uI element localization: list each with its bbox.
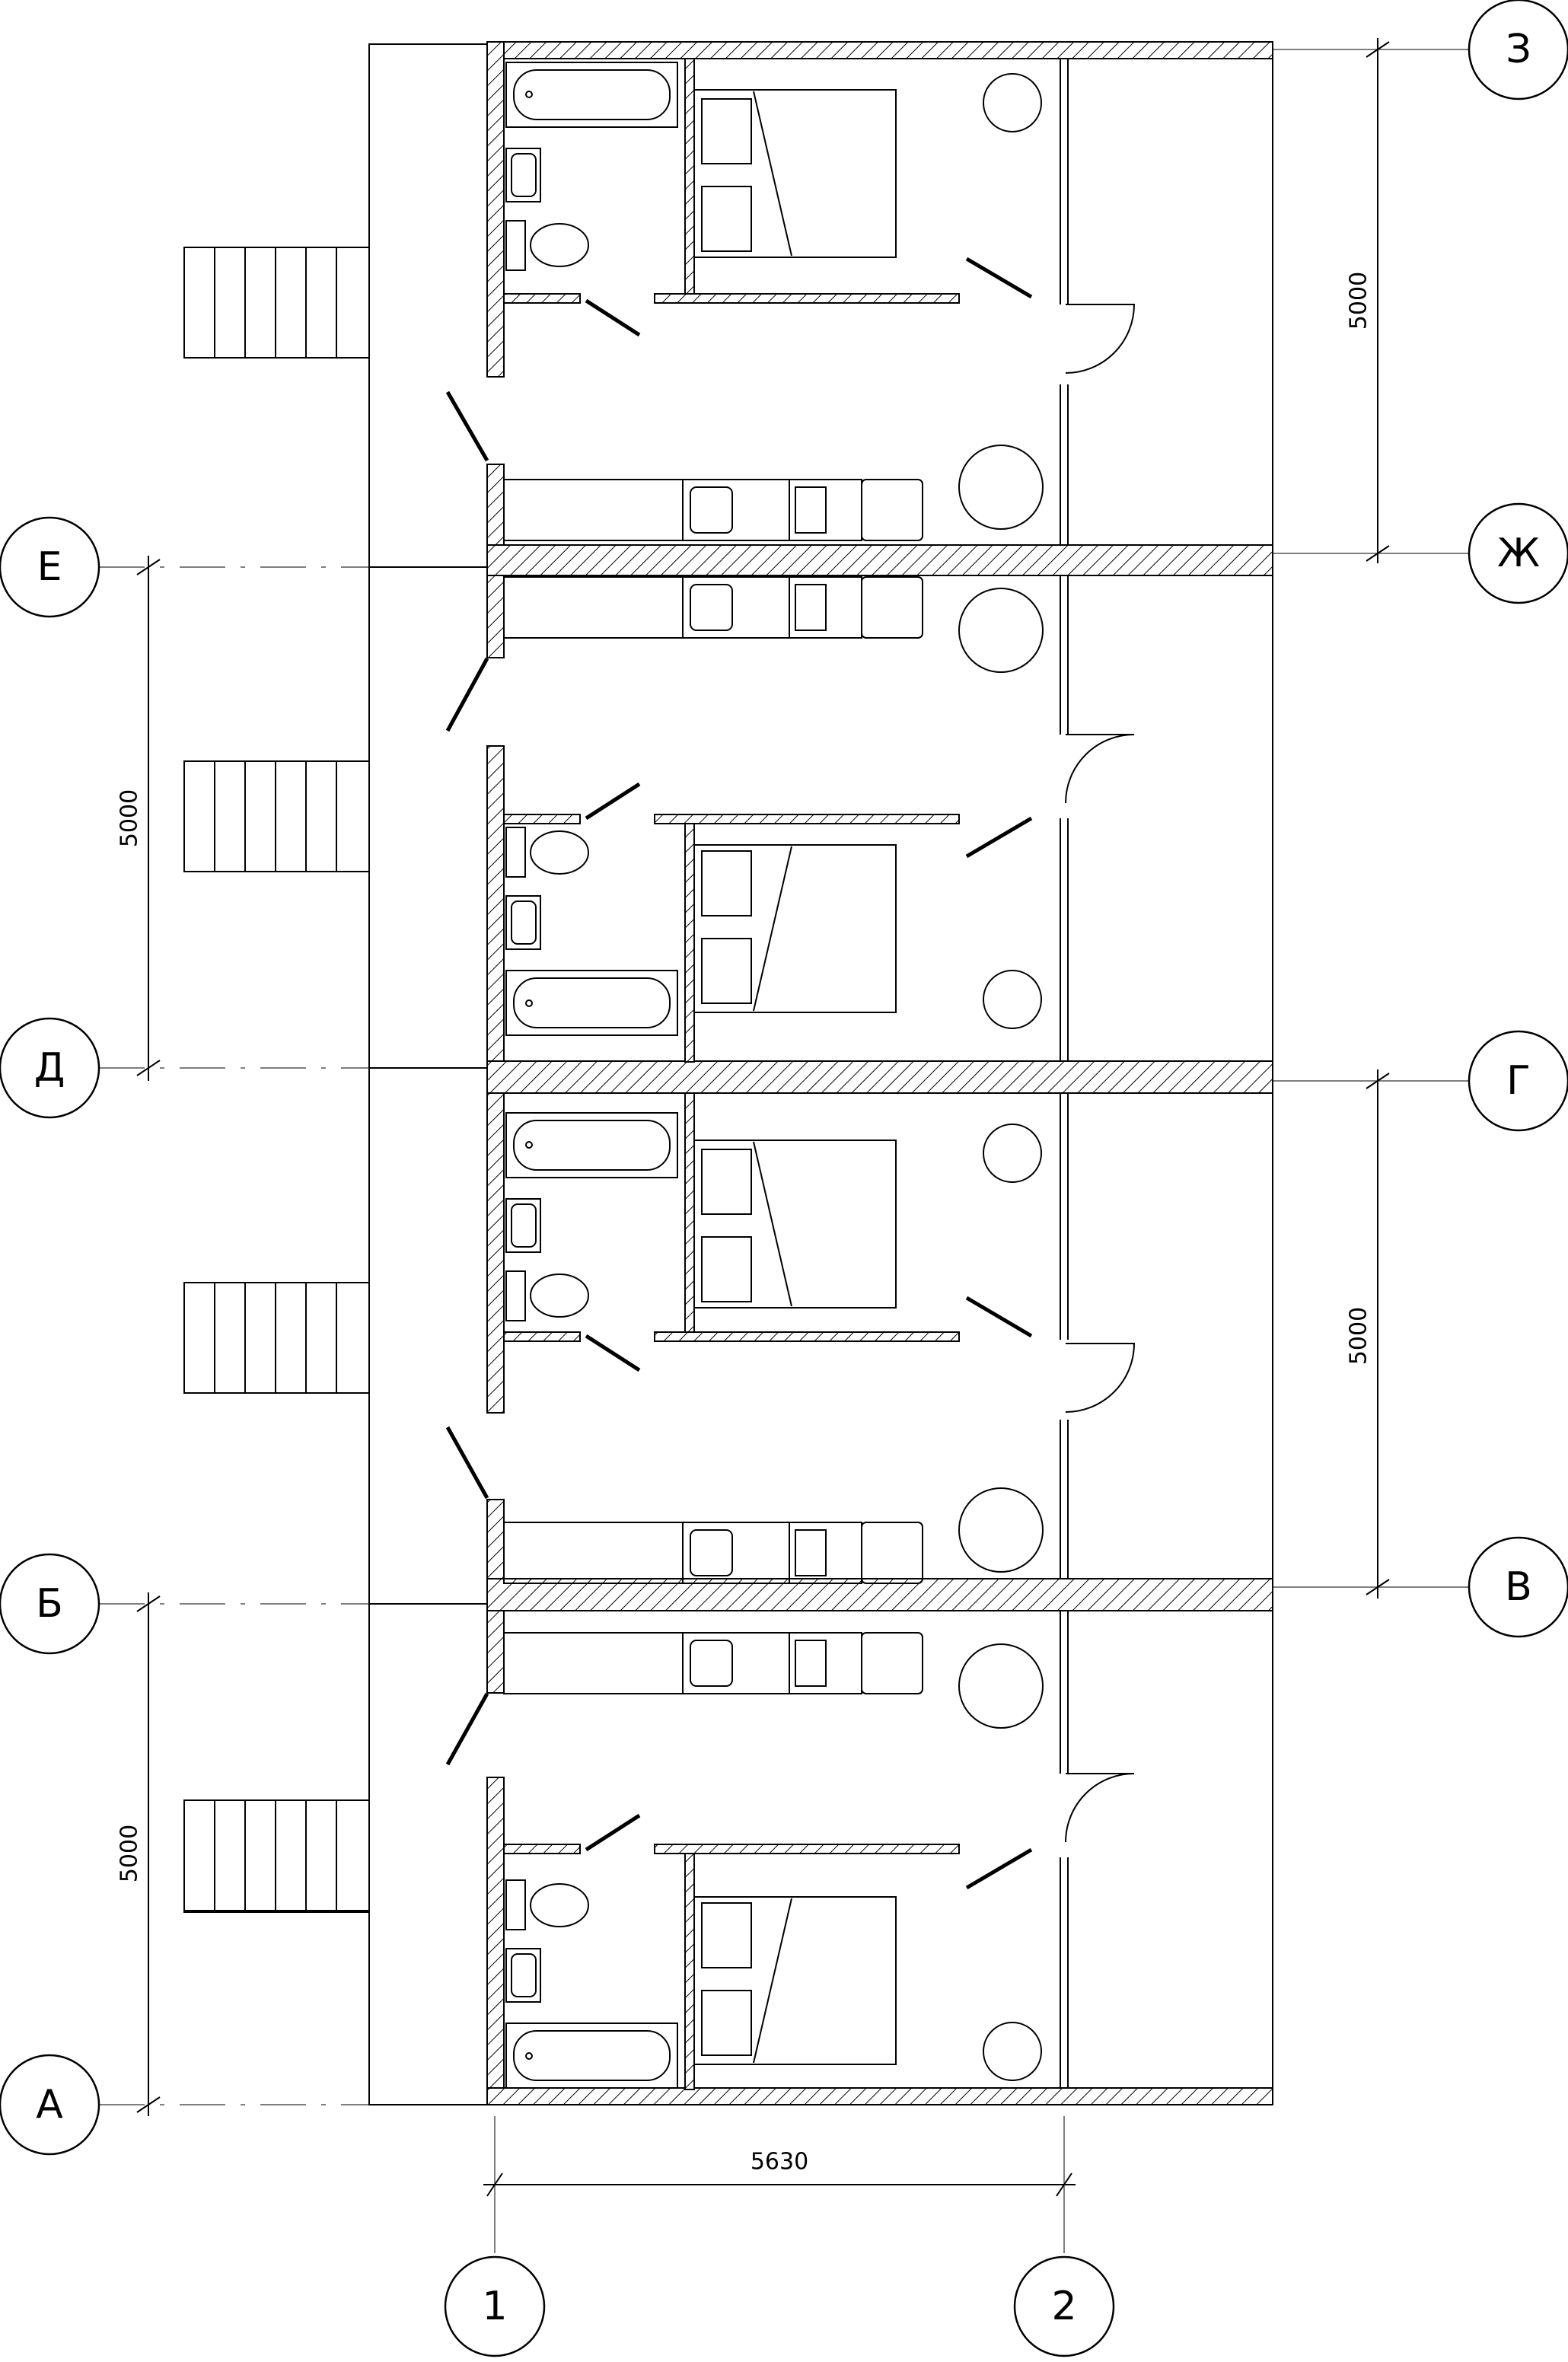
grid-label-row-e: Е [37,544,62,590]
grid-bubble-row-zh [1468,502,1568,604]
bottom-wall [486,2087,1273,2105]
party-wall-2 [486,1060,1273,1094]
stairs-group [183,247,370,1911]
dim-text-right-lower: 5000 [1346,1307,1372,1365]
unit-1-kitchen [503,445,1044,541]
unit-3-kitchen [503,1487,1044,1584]
grid-label-row-a: А [36,2082,63,2128]
stair-3 [183,1282,370,1394]
grid-label-row-zh: Ж [1497,531,1540,576]
grid-label-row-d: Д [34,1045,65,1091]
grid-bubble-row-e [0,516,100,618]
dim-text-left-upper: 5000 [116,789,143,847]
bath-wall-u1 [684,58,695,295]
dim-text-left-lower: 5000 [116,1825,143,1882]
left-wall-u3-bath [486,1092,505,1414]
party-wall-3 [486,1578,1273,1611]
grid-label-col-2: 2 [1051,2284,1076,2329]
unit-4-bed [693,1896,1042,2081]
grid-bubble-col-2 [1013,2255,1115,2357]
stair-1 [183,247,370,359]
grid-axis-lines [99,49,1469,2253]
bath-wall-u4 [684,1853,695,2090]
grid-bubble-row-v [1468,1536,1568,1638]
facade-glazing [1060,59,1069,2088]
unit-1-bed [693,73,1042,258]
grid-bubble-row-b [0,1553,100,1655]
grid-labels: Е Д Б А З Ж Г В 1 2 [34,27,1540,2329]
unit-1-bath [505,62,678,271]
door-leaves [445,257,1033,1890]
party-wall-1 [486,544,1273,576]
bath-wall-u3 [684,1092,695,1337]
dim-text-bottom: 5630 [751,2149,808,2176]
grid-label-row-z: З [1506,27,1531,72]
grid-bubble-col-1 [444,2255,546,2357]
left-wall-u1-kitchen [486,464,505,546]
bath-wall-u2 [684,818,695,1063]
left-wall-u2-kitchen [486,575,505,658]
unit-4-kitchen [503,1632,1044,1729]
dimension-lines [136,38,1390,2197]
unit-2-kitchen [503,576,1044,673]
grid-label-row-g: Г [1506,1058,1531,1104]
walls [486,41,1273,2105]
unit-3-bed [693,1124,1042,1309]
left-wall-u2-bath [486,745,505,1062]
dim-text-right-top: 5000 [1346,272,1372,330]
top-wall [486,41,1273,59]
balcony-doors [1065,304,1136,1843]
left-wall-u3-kitchen [486,1499,505,1579]
unit-3-bath [505,1112,678,1321]
stair-2 [183,760,370,872]
unit-2-bath [505,827,678,1036]
grid-bubble-row-a [0,2054,100,2156]
grid-bubble-row-z [1468,0,1568,100]
left-wall-u1-bath [486,41,505,378]
grid-bubble-row-g [1468,1030,1568,1132]
grid-label-row-b: Б [36,1581,63,1627]
unit-4-bath [505,1879,678,2089]
unit-2-bed [693,844,1042,1029]
left-wall-u4-bath [486,1777,505,2089]
left-wall-u4-kitchen [486,1610,505,1694]
grid-label-row-v: В [1505,1564,1532,1610]
grid-label-col-1: 1 [482,2284,507,2329]
stair-4 [183,1799,370,1911]
grid-bubble-row-d [0,1017,100,1119]
